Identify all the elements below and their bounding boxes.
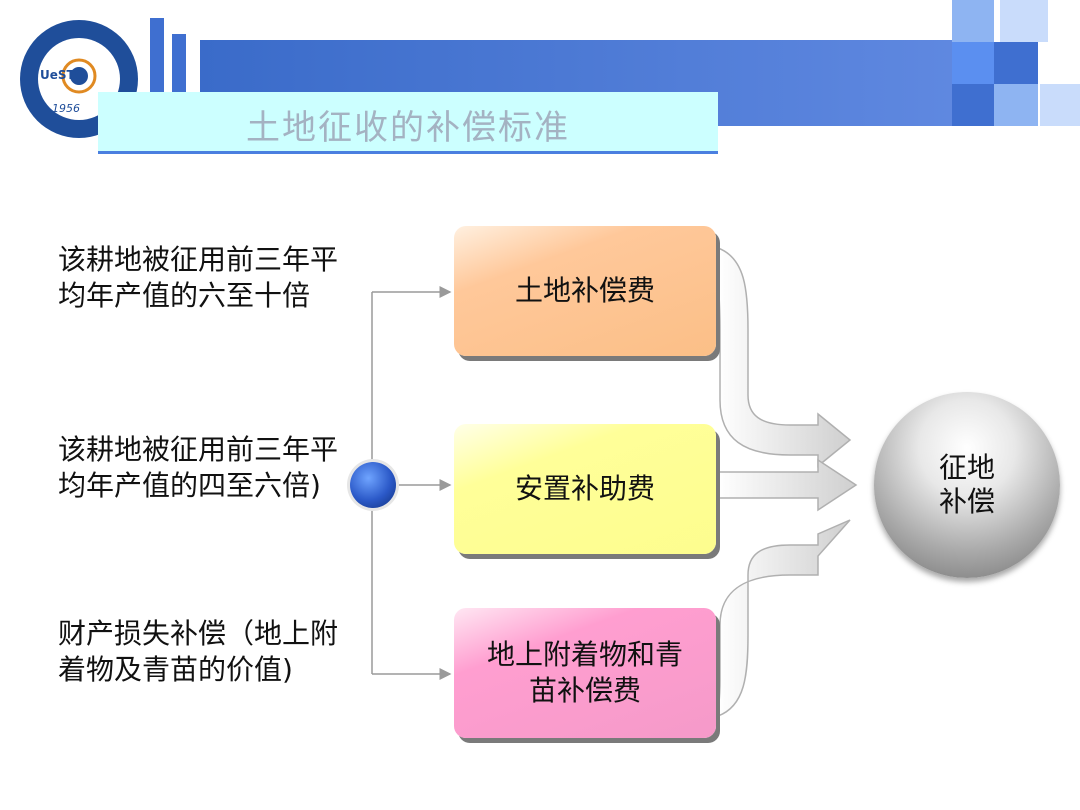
- box-label: 安置补助费: [514, 472, 655, 505]
- decor-square: [952, 0, 994, 42]
- description-land: 该耕地被征用前三年平均年产值的六至十倍: [58, 243, 339, 312]
- university-logo: UeSTC 1956: [20, 20, 138, 138]
- decor-square: [952, 84, 994, 126]
- page-title: 土地征收的补偿标准: [246, 108, 570, 148]
- result-sphere: 征地补偿: [874, 392, 1060, 578]
- decor-square: [994, 42, 1038, 84]
- description-resettlement: 该耕地被征用前三年平均年产值的四至六倍): [58, 433, 339, 502]
- logo-emblem-icon: [61, 58, 97, 94]
- box-label: 地上附着物和青苗补偿费: [486, 638, 683, 707]
- decor-square: [1000, 0, 1048, 42]
- logo-year: 1956: [52, 102, 80, 115]
- box-land-compensation: 土地补偿费: [454, 226, 716, 356]
- box-label: 土地补偿费: [514, 274, 655, 307]
- description-property: 财产损失补偿（地上附着物及青苗的价值): [58, 617, 339, 686]
- decor-square: [1040, 84, 1080, 126]
- hub-node: [350, 462, 396, 508]
- title-banner: 土地征收的补偿标准: [98, 92, 718, 154]
- logo-text: UeSTC: [40, 68, 84, 82]
- box-resettlement-subsidy: 安置补助费: [454, 424, 716, 554]
- decor-square: [952, 42, 994, 84]
- decor-square: [994, 84, 1038, 126]
- result-label: 征地补偿: [938, 451, 995, 518]
- box-attachments-crops: 地上附着物和青苗补偿费: [454, 608, 716, 738]
